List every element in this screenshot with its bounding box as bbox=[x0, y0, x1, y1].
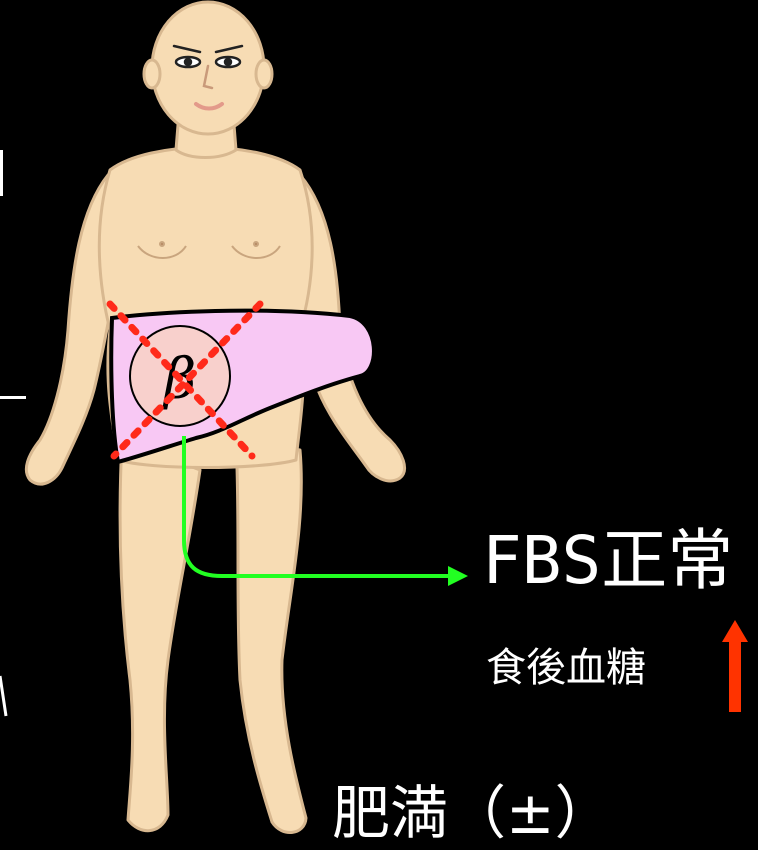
left-arm bbox=[24, 173, 122, 486]
right-eyebrow bbox=[214, 44, 244, 54]
postprandial-glucose-label: 食後血糖 bbox=[486, 645, 646, 691]
mouth bbox=[194, 102, 224, 111]
left-leg bbox=[118, 438, 202, 833]
up-arrow-icon bbox=[722, 620, 748, 712]
right-leg bbox=[234, 438, 308, 834]
chest-lines bbox=[137, 241, 281, 259]
flow-arrow bbox=[182, 436, 468, 586]
left-eyebrow bbox=[172, 44, 202, 54]
edge-mark-top bbox=[0, 150, 3, 196]
right-ear bbox=[254, 58, 274, 90]
face bbox=[172, 44, 244, 111]
left-ear bbox=[142, 58, 162, 90]
obesity-label: 肥満（±） bbox=[332, 779, 613, 847]
beta-cell-failure-cross bbox=[106, 300, 264, 460]
fbs-normal-label: FBS正常 bbox=[482, 522, 734, 599]
edge-mark-middle bbox=[0, 396, 26, 399]
nose bbox=[202, 64, 214, 90]
edge-mark-bottom bbox=[0, 675, 8, 717]
